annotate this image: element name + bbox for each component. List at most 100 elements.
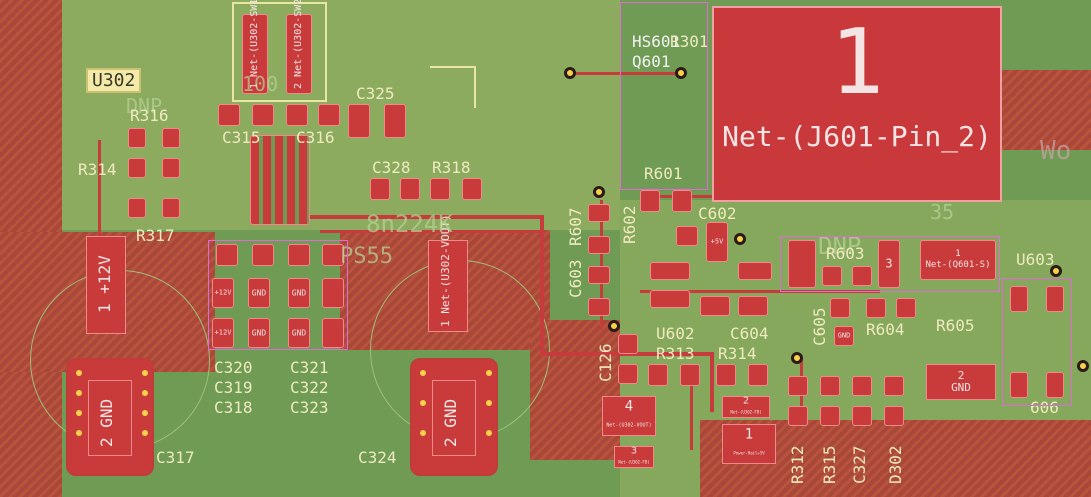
pad-r604-1[interactable]: [830, 298, 850, 318]
pad-r315-1[interactable]: [820, 376, 840, 396]
pad-r607-1[interactable]: [588, 204, 610, 222]
pad-r318-1[interactable]: [370, 178, 390, 200]
pad-c603-2[interactable]: [588, 298, 610, 316]
pad-r316-2[interactable]: [162, 128, 180, 148]
pad-c126-1[interactable]: [618, 334, 638, 354]
pad-c322-gnd[interactable]: GND: [288, 318, 310, 348]
pad-number: 1: [829, 10, 885, 115]
pad-c316-2[interactable]: [318, 104, 340, 126]
pad-r603-2[interactable]: [852, 266, 872, 286]
pad-q601-g[interactable]: [788, 240, 816, 288]
pad-c319-12v[interactable]: +12V: [212, 318, 234, 348]
pad-c321-v[interactable]: [322, 278, 344, 308]
pad-c325-1[interactable]: [348, 104, 370, 138]
pad-u603-4[interactable]: [1046, 372, 1064, 398]
pad-u602-b[interactable]: [650, 290, 690, 308]
pad-c-top-1[interactable]: [216, 244, 238, 266]
pad-q601-3[interactable]: 3: [878, 240, 900, 288]
pad-c327-1[interactable]: [852, 376, 872, 396]
pad-input-12v[interactable]: 1 +12V: [86, 236, 126, 334]
pad-r314b-2[interactable]: [748, 364, 768, 386]
pad-u603-1[interactable]: [1010, 286, 1028, 312]
pad-r317-1[interactable]: [128, 198, 146, 218]
pad-c325-2[interactable]: [384, 104, 406, 138]
pad-gnd-c317[interactable]: 2 GND: [88, 380, 132, 456]
pad-r316-1[interactable]: [128, 128, 146, 148]
ref-r314: R314: [78, 160, 117, 179]
pad-c319-gnd[interactable]: GND: [248, 318, 270, 348]
fab-8n224k: 8n224K: [366, 210, 453, 238]
connector-pad-j601[interactable]: 1 Net-(J601-Pin_2): [712, 6, 1002, 202]
pad-c327-2[interactable]: [852, 406, 872, 426]
pad-r607-2[interactable]: [588, 236, 610, 254]
pad-c-top-4[interactable]: [322, 244, 344, 266]
pad-r313-1[interactable]: [648, 364, 668, 386]
pad-r314-2[interactable]: [162, 158, 180, 178]
pad-sw2[interactable]: 2 Net-(U302-SW2): [286, 0, 312, 94]
pad-c322-v[interactable]: [322, 318, 344, 348]
ref-c604: C604: [730, 324, 769, 343]
pad-r604-2[interactable]: [866, 298, 886, 318]
pad-r318-3[interactable]: [430, 178, 450, 200]
pad-r317-2[interactable]: [162, 198, 180, 218]
pad-5v[interactable]: +5V: [706, 222, 728, 262]
pad-c-top-2[interactable]: [252, 244, 274, 266]
pad-r601-2[interactable]: [672, 190, 692, 212]
pad-c603-1[interactable]: [588, 266, 610, 284]
pad-c604-1[interactable]: [700, 296, 730, 316]
pad-gnd-c324[interactable]: 2 GND: [432, 380, 476, 456]
trace: [98, 140, 101, 250]
ic-u302-pins[interactable]: [250, 135, 310, 225]
ref-c318: C318: [214, 398, 253, 417]
pad-r314-1[interactable]: [128, 158, 146, 178]
pad-number: 2: [957, 369, 965, 382]
fab-text-wo: Wo: [1040, 136, 1072, 166]
pad-u602-c[interactable]: [738, 262, 772, 280]
pad-r315-2[interactable]: [820, 406, 840, 426]
ref-r607: R607: [566, 207, 585, 246]
pad-u603-3[interactable]: [1010, 372, 1028, 398]
pad-u603-2[interactable]: [1046, 286, 1064, 312]
pad-c315-1[interactable]: [218, 104, 240, 126]
pad-net-label: GND: [441, 398, 460, 428]
pad-d302-1[interactable]: [884, 376, 904, 396]
pad-c-top-3[interactable]: [288, 244, 310, 266]
pad-c320-gnd[interactable]: GND: [248, 278, 270, 308]
trace: [600, 200, 603, 330]
pad-c316-1[interactable]: [286, 104, 308, 126]
pad-c321-gnd[interactable]: GND: [288, 278, 310, 308]
pad-u602-a[interactable]: [650, 262, 690, 280]
pad-c605-gnd[interactable]: GND: [834, 326, 854, 346]
ref-c327: C327: [850, 445, 869, 484]
via: [1050, 265, 1062, 277]
pad-d302-2[interactable]: [884, 406, 904, 426]
pad-r312-2[interactable]: [788, 406, 808, 426]
pad-r314b-1[interactable]: [716, 364, 736, 386]
pad-r312-1[interactable]: [788, 376, 808, 396]
pad-c126-2[interactable]: [618, 364, 638, 384]
ref-r316: R316: [130, 106, 169, 125]
ref-c323: C323: [290, 398, 329, 417]
via-small: [76, 430, 82, 436]
via: [734, 233, 746, 245]
pad-c602[interactable]: [676, 226, 698, 246]
pad-c604-2[interactable]: [738, 296, 768, 316]
pad-r313-2[interactable]: [680, 364, 700, 386]
pad-c320-12v[interactable]: +12V: [212, 278, 234, 308]
pad-vout[interactable]: 1 Net-(U302-VOUT): [428, 214, 468, 332]
pad-r318-4[interactable]: [462, 178, 482, 200]
pad-r604-3[interactable]: [896, 298, 916, 318]
via: [564, 67, 576, 79]
pad-r318-2[interactable]: [400, 178, 420, 200]
pad-r601-1[interactable]: [640, 190, 660, 212]
pad-r603-1[interactable]: [822, 266, 842, 286]
pad-sw1[interactable]: 1 Net-(U302-SW1): [242, 0, 268, 94]
pad-c315-2[interactable]: [252, 104, 274, 126]
